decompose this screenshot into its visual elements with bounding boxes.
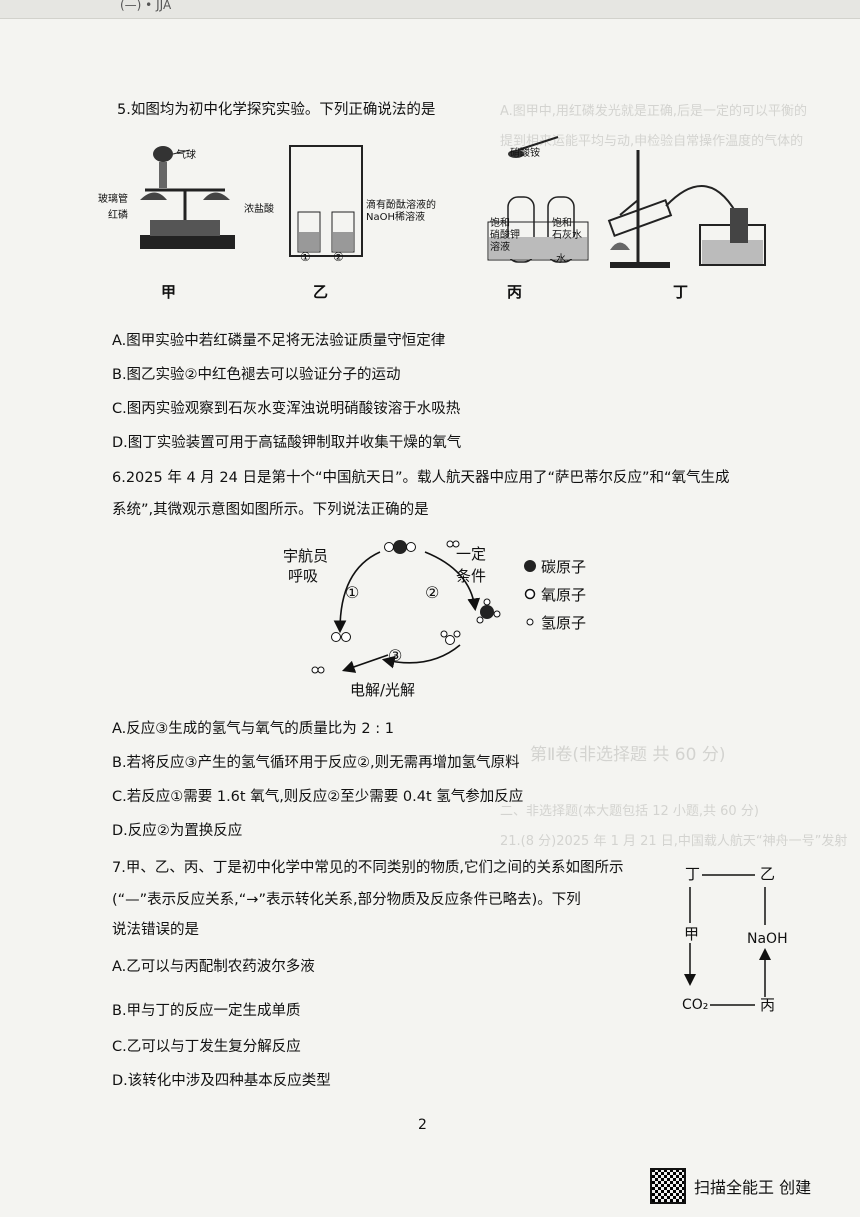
legend-oxygen: 氧原子 [541, 586, 587, 604]
label-condition-1: 一定 [456, 545, 487, 563]
step-1-label: ① [345, 583, 360, 602]
page-number: 2 [418, 1117, 427, 1133]
node-co2: CO₂ [682, 997, 709, 1013]
q7-stem-line-1: 7.甲、乙、丙、丁是初中化学中常见的不同类别的物质,它们之间的关系如图所示 [112, 860, 624, 876]
label-conc-hcl: 浓盐酸 [244, 204, 274, 215]
q7-option-d: D.该转化中涉及四种基本反应类型 [112, 1073, 331, 1089]
legend-hydrogen: 氢原子 [541, 614, 587, 632]
label-naoh-1: 滴有酚酞溶液的 [366, 200, 436, 211]
qr-code-icon [650, 1168, 686, 1204]
figure-yi [289, 145, 363, 257]
q6-option-d: D.反应②为置换反应 [112, 823, 243, 839]
label-naoh-2: NaOH稀溶液 [366, 212, 425, 223]
label-condition-2: 条件 [456, 567, 487, 585]
node-ding: 丁 [685, 865, 701, 883]
label-right-2: 石灰水 [552, 230, 582, 241]
q6-option-b: B.若将反应③产生的氢气循环用于反应②,则无需再增加氢气原料 [112, 755, 520, 771]
label-red-phosphorus: 红磷 [108, 210, 128, 221]
label-electrolysis: 电解/光解 [350, 681, 416, 699]
q6-stem-line-1: 6.2025 年 4 月 24 日是第十个“中国航天日”。载人航天器中应用了“萨… [112, 470, 730, 486]
step-3-label: ③ [388, 646, 403, 665]
bleed-line-2: 提到相来运能平均与动,申检验自常操作温度的气体的 [500, 134, 804, 149]
figure-jia [140, 146, 235, 249]
bleed-line-3: 第Ⅱ卷(非选择题 共 60 分) [530, 745, 726, 765]
q7-option-a: A.乙可以与丙配制农药波尔多液 [112, 959, 315, 975]
node-yi: 乙 [760, 865, 776, 883]
figure-bing [487, 136, 589, 263]
node-jia: 甲 [684, 925, 700, 943]
figure-ding [607, 150, 766, 268]
label-left-1: 饱和 [490, 218, 510, 229]
q5-option-c: C.图丙实验观察到石灰水变浑浊说明硝酸铵溶于水吸热 [112, 401, 461, 417]
q7-stem-line-2: (“—”表示反应关系,“→”表示转化关系,部分物质及反应条件已略去)。下列 [112, 892, 581, 908]
q6-option-c: C.若反应①需要 1.6t 氧气,则反应②至少需要 0.4t 氢气参加反应 [112, 789, 524, 805]
label-astronaut-1: 宇航员 [283, 547, 329, 565]
bleed-line-4: 二、非选择题(本大题包括 12 小题,共 60 分) [500, 804, 759, 819]
step-2-label: ② [425, 583, 440, 602]
legend-carbon: 碳原子 [541, 558, 587, 576]
node-naoh: NaOH [747, 931, 788, 947]
beaker-1-label: ① [300, 250, 311, 264]
node-bing: 丙 [760, 996, 776, 1014]
bleed-line-5: 21.(8 分)2025 年 1 月 21 日,中国载人航天“神舟一号”发射 [500, 834, 848, 849]
relation-diagram [684, 874, 771, 1006]
q5-option-a: A.图甲实验中若红磷量不足将无法验证质量守恒定律 [112, 333, 446, 349]
label-right-1: 饱和 [552, 218, 572, 229]
q5-stem: 5.如图均为初中化学探究实验。下列正确说法的是 [117, 102, 436, 118]
q7-option-b: B.甲与丁的反应一定生成单质 [112, 1003, 301, 1019]
q7-option-c: C.乙可以与丁发生复分解反应 [112, 1039, 301, 1055]
fig-label-jia: 甲 [161, 283, 177, 301]
q6-stem-line-2: 系统”,其微观示意图如图所示。下列说法正确的是 [112, 502, 429, 518]
label-left-2: 硝酸钾 [490, 230, 520, 241]
q6-option-a: A.反应③生成的氢气与氧气的质量比为 2 : 1 [112, 721, 394, 737]
label-left-3: 溶液 [490, 242, 510, 253]
q5-option-d: D.图丁实验装置可用于高锰酸钾制取并收集干燥的氧气 [112, 435, 462, 451]
fig-label-ding: 丁 [673, 283, 689, 301]
label-balloon: 气球 [176, 150, 196, 161]
beaker-2-label: ② [333, 250, 344, 264]
watermark-text: 扫描全能王 创建 [694, 1178, 812, 1197]
label-astronaut-2: 呼吸 [288, 567, 319, 585]
top-strip: (—) • JJA [0, 0, 860, 19]
q7-stem-line-3: 说法错误的是 [112, 922, 199, 938]
label-glass-tube: 玻璃管 [98, 194, 128, 205]
cycle-diagram [311, 540, 536, 674]
label-ammonium-nitrate: 硝酸铵 [510, 148, 540, 159]
q5-option-b: B.图乙实验②中红色褪去可以验证分子的运动 [112, 367, 401, 383]
fig-label-bing: 丙 [507, 283, 523, 301]
label-water: 水 [556, 254, 566, 265]
fig-label-yi: 乙 [313, 283, 329, 301]
scanner-watermark: 扫描全能王 创建 [650, 1168, 811, 1204]
header-fragment: (—) • JJA [120, 0, 172, 12]
bleed-line-1: A.图甲中,用红磷发光就是正确,后是一定的可以平衡的 [500, 104, 808, 119]
